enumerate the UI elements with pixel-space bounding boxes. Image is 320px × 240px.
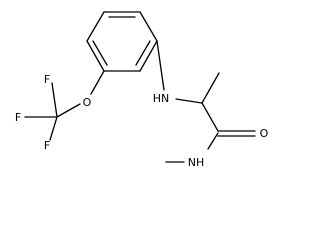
amide-nh-label: NH [188, 156, 205, 169]
benzene-ring [86, 11, 158, 72]
trifluoromethoxy-bonds [24, 70, 105, 141]
fluorine-label-left: F [15, 111, 21, 124]
fluorine-label-top: F [44, 73, 50, 86]
carbonyl-oxygen-label: O [260, 127, 269, 140]
amine-nh-label: HN [153, 92, 170, 105]
chemical-structure: F F F O HN O NH [15, 11, 269, 169]
ether-oxygen-label: O [83, 96, 92, 109]
amide-chain-bonds [156, 40, 256, 163]
fluorine-label-bottom: F [44, 139, 50, 152]
